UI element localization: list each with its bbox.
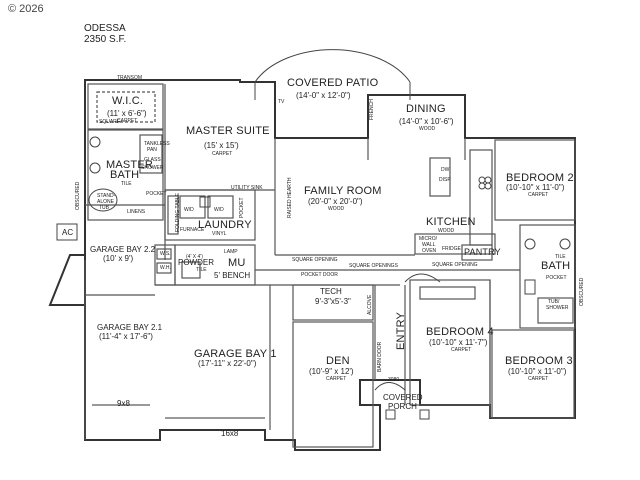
bedroom4-dims: (10'-10" x 11'-7") xyxy=(429,338,488,347)
covered-patio-dims: (14'-0" x 12'-0") xyxy=(296,91,351,100)
lamp-note: LAMP xyxy=(224,249,238,255)
micro-note: MICRO/ xyxy=(419,236,438,242)
ws-note: W.S. xyxy=(160,251,171,257)
tv-note: TV xyxy=(278,99,285,105)
glass-note: GLASS xyxy=(144,157,161,163)
tech-dims: 9'-3"x5'-3" xyxy=(315,297,351,306)
door-3080-note: 3080 xyxy=(388,377,400,383)
alone-note: ALONE xyxy=(97,199,114,205)
covered-porch-label-2: PORCH xyxy=(388,402,417,411)
garage21-label: GARAGE BAY 2.1 xyxy=(97,323,163,332)
garage21-dims: (11'-4" x 17'-6") xyxy=(99,332,153,341)
powder-label: POWDER xyxy=(178,258,214,267)
wd-note-1: W/D xyxy=(184,207,194,213)
bedroom3-label: BEDROOM 3 xyxy=(505,355,573,367)
bedroom3-floor: CARPET xyxy=(528,376,549,382)
kitchen-floor: WOOD xyxy=(438,228,455,234)
copyright-text: © 2026 xyxy=(8,3,44,15)
door-9x8-note: 9x8 xyxy=(117,399,130,408)
bedroom4-label: BEDROOM 4 xyxy=(426,326,494,338)
barn-door-note: BARN DOOR xyxy=(377,341,383,372)
french-note: FRENCH xyxy=(369,99,375,120)
pocket-note: POCKET xyxy=(146,191,167,197)
garage1-dims: (17'-11" x 22'-0") xyxy=(198,359,257,368)
square-opening-note: SQUARE OPENING xyxy=(292,257,338,263)
alcove-note: ALCOVE xyxy=(367,294,373,315)
tankless-note: TANKLESS xyxy=(144,141,170,147)
entry-label: ENTRY xyxy=(395,311,407,350)
master-suite-floor: CARPET xyxy=(212,151,233,157)
transom-note: TRANSOM xyxy=(117,75,142,81)
covered-porch-label-1: COVERED xyxy=(383,393,423,402)
mu-label: MU xyxy=(228,257,246,269)
dining-floor: WOOD xyxy=(419,126,436,132)
wic-dims: (11' x 6'-6") xyxy=(107,109,147,118)
bedroom2-label: BEDROOM 2 xyxy=(506,172,574,184)
plan-name: ODESSA xyxy=(84,23,126,34)
pantry-label: PANTRY xyxy=(464,247,501,257)
dw-note: DW xyxy=(441,167,450,173)
family-room-dims: (20'-0" x 20'-0") xyxy=(308,197,363,206)
master-suite-label: MASTER SUITE xyxy=(186,125,270,137)
ac-label: AC xyxy=(62,228,74,237)
family-room-floor: WOOD xyxy=(328,206,345,212)
wh-note: W.H. xyxy=(160,265,171,271)
tub-note: TUB xyxy=(99,205,109,211)
pan-note: PAN xyxy=(147,147,157,153)
kitchen-label: KITCHEN xyxy=(426,216,476,228)
family-room-label: FAMILY ROOM xyxy=(304,185,382,197)
square-note: SQUARE xyxy=(99,119,121,125)
garage22-label: GARAGE BAY 2.2 xyxy=(90,245,156,254)
covered-patio-label: COVERED PATIO xyxy=(287,77,379,89)
wall-oven-note: WALL xyxy=(422,242,436,248)
disp-note: DISP xyxy=(439,177,451,183)
square-openings-note: SQUARE OPENINGS xyxy=(349,263,398,269)
master-bath-floor: TILE xyxy=(121,181,132,187)
bedroom3-dims: (10'-10" x 11'-0") xyxy=(508,367,567,376)
four-by-four-note: (4' X 4') xyxy=(186,254,203,260)
obscured-right-note: OBSCURED xyxy=(579,277,585,306)
fridge-note: FRIDGE xyxy=(442,246,461,252)
bedroom4-floor: CARPET xyxy=(451,347,472,353)
powder-floor: TILE xyxy=(196,267,207,273)
utility-sink-note: UTILITY SINK xyxy=(231,185,263,191)
wic-label: W.I.C. xyxy=(112,95,144,107)
garage1-label: GARAGE BAY 1 xyxy=(194,348,277,360)
bench-note: 5' BENCH xyxy=(214,271,251,280)
shower-note: SHOWER xyxy=(141,165,164,171)
dining-label: DINING xyxy=(406,103,446,115)
linens-note: LINENS xyxy=(127,209,146,215)
stand-note: STAND- xyxy=(97,193,116,199)
square-opening-note-2: SQUARE OPENING xyxy=(432,262,478,268)
dining-dims: (14'-0" x 10'-6") xyxy=(399,117,454,126)
pocket-bath-note: POCKET xyxy=(546,275,567,281)
bedroom2-floor: CARPET xyxy=(528,192,549,198)
pocket-note-2: POCKET xyxy=(239,197,245,218)
bath-floor: TILE xyxy=(555,254,566,260)
bath-label: BATH xyxy=(541,260,571,272)
den-floor: CARPET xyxy=(326,376,347,382)
master-suite-dims: (15' x 15') xyxy=(204,141,239,150)
tub-shower-note: TUB/ xyxy=(548,299,560,305)
den-dims: (10'-9" x 12') xyxy=(309,367,354,376)
garage22-dims: (10' x 9') xyxy=(103,254,134,263)
shower2-note: SHOWER xyxy=(546,305,569,311)
tech-label: TECH xyxy=(320,287,342,296)
obscured-left-note: OBSCURED xyxy=(75,181,81,210)
door-16x8-note: 16x8 xyxy=(221,429,239,438)
pocket-door-note: POCKET DOOR xyxy=(301,272,338,278)
master-bath-label-2: BATH xyxy=(110,169,140,181)
laundry-label: LAUNDRY xyxy=(198,219,252,231)
bedroom2-dims: (10'-10" x 11'-0") xyxy=(506,183,565,192)
raised-hearth-note: RAISED HEARTH xyxy=(287,177,293,218)
wic-floor: CARPET xyxy=(117,118,138,124)
laundry-floor: VINYL xyxy=(212,231,227,237)
master-bath-label-1: MASTER xyxy=(106,159,154,171)
oven-note: OVEN xyxy=(422,248,437,254)
wd-note-2: W/D xyxy=(214,207,224,213)
furnace-note: FURNACE xyxy=(180,227,205,233)
den-label: DEN xyxy=(326,355,350,367)
plan-area: 2350 S.F. xyxy=(84,34,127,45)
